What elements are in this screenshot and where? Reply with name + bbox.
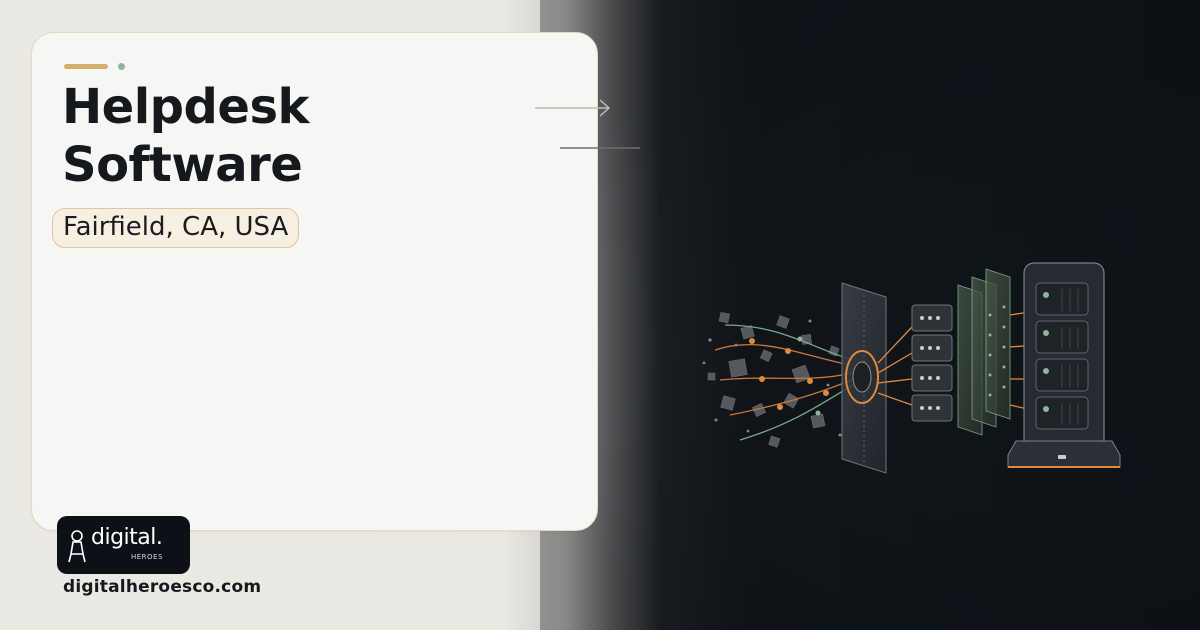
accent-bar: [64, 64, 108, 69]
logo-wordmark: digital.: [91, 525, 163, 550]
accent-dot: [118, 63, 125, 70]
website-url[interactable]: digitalheroesco.com: [63, 577, 262, 597]
hero-figure-icon: [68, 530, 86, 563]
page-title: Helpdesk Software: [62, 78, 482, 194]
logo-subtitle: HEROES: [131, 553, 163, 561]
arrow-right-icon: [535, 99, 640, 149]
hero-card: [31, 32, 598, 531]
title-line-1: Helpdesk: [62, 79, 309, 135]
title-line-2: Software: [62, 137, 303, 193]
brand-logo[interactable]: digital. HEROES: [57, 516, 190, 574]
location-badge: Fairfield, CA, USA: [52, 208, 300, 248]
data-pipeline-server-illustration: [702, 262, 1121, 474]
